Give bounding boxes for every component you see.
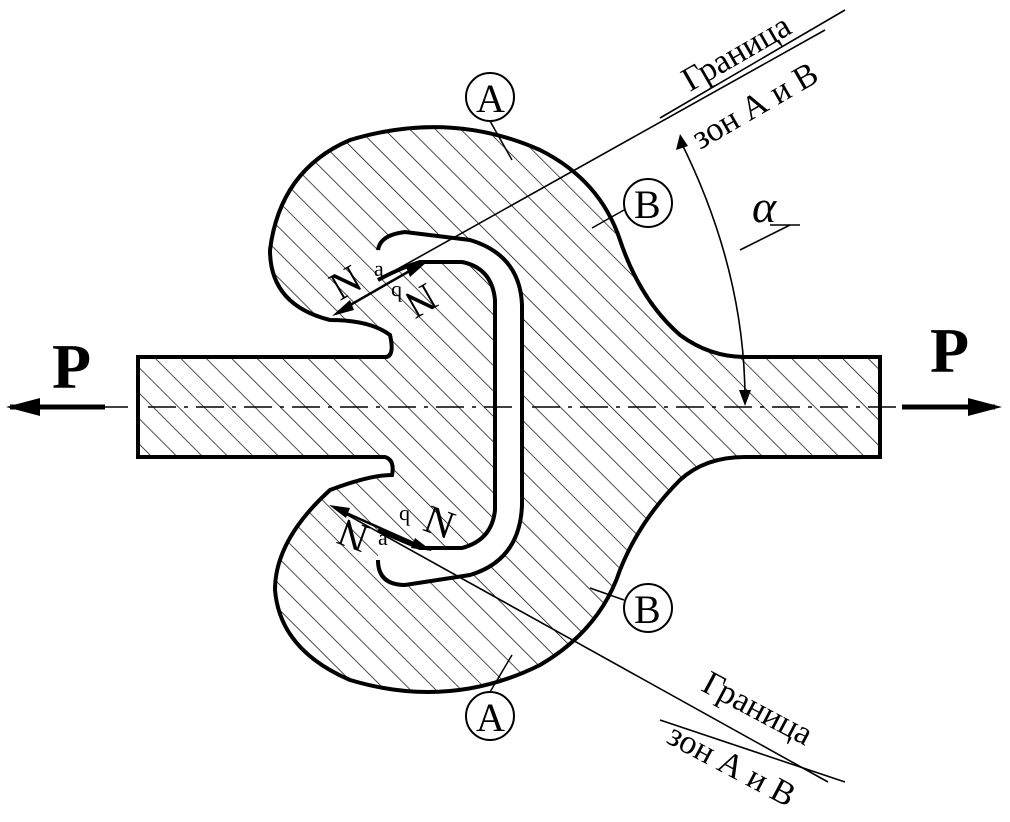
zone-boundary-line-bottom bbox=[334, 507, 829, 783]
angle-alpha-arc bbox=[676, 134, 800, 406]
angle-alpha-label: α bbox=[752, 181, 777, 232]
zone-boundary-line-top bbox=[377, 29, 826, 281]
load-arrow-right bbox=[902, 398, 1002, 416]
force-top-sub-a: a bbox=[374, 256, 384, 281]
zone-b-top-label: B bbox=[634, 182, 661, 227]
zone-a-bottom-label: A bbox=[476, 695, 505, 740]
force-top-sub-b: b bbox=[391, 281, 402, 306]
boundary-top-divider bbox=[659, 9, 846, 119]
boundary-bottom-divider bbox=[659, 719, 846, 783]
force-bottom-sub-a: a bbox=[378, 525, 388, 550]
zone-a-top-label: A bbox=[476, 76, 505, 121]
zone-a-bottom-marker: A bbox=[465, 654, 515, 741]
zone-b-bottom-label: B bbox=[634, 587, 661, 632]
joint-body bbox=[136, 125, 882, 694]
zone-b-top-marker: B bbox=[591, 178, 673, 229]
load-arrow-left bbox=[6, 398, 105, 416]
force-bottom-sub-b: b bbox=[399, 505, 410, 530]
force-arrows-bottom bbox=[329, 505, 432, 551]
force-arrows-top bbox=[332, 261, 428, 316]
load-label-left: P bbox=[52, 331, 91, 402]
zone-b-bottom-marker: B bbox=[589, 583, 673, 633]
zone-a-top-marker: A bbox=[465, 72, 515, 161]
load-label-right: P bbox=[930, 315, 969, 386]
